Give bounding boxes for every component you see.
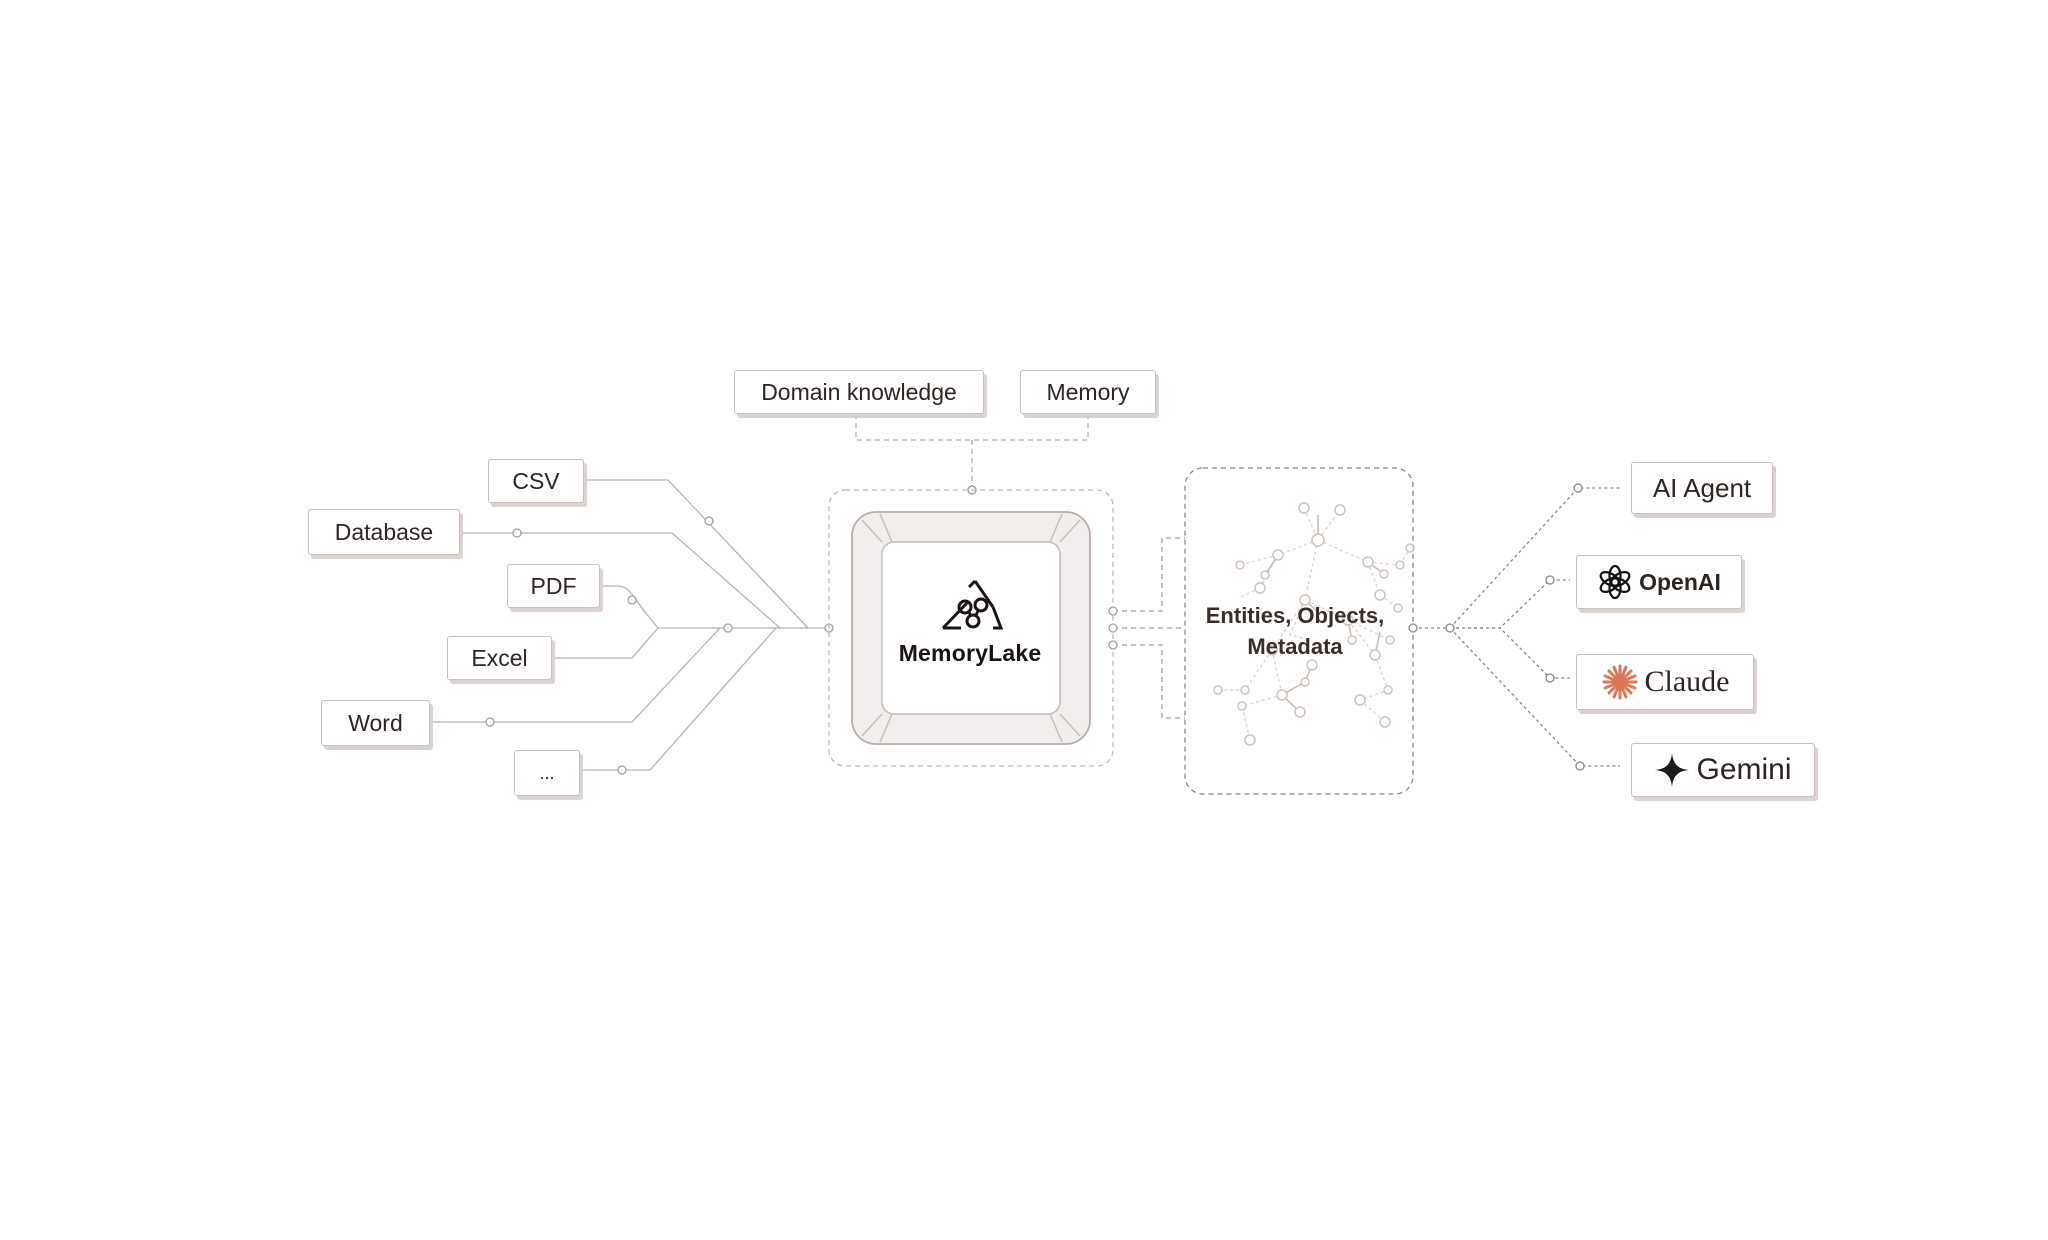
openai-label: OpenAI [1639, 568, 1721, 595]
ai-agent-label: AI Agent [1652, 472, 1752, 503]
consumer-connector-nodes [1408, 483, 1585, 771]
source-database-label: Database [334, 518, 434, 545]
ai-agent-box: AI Agent [1631, 462, 1773, 514]
source-excel-label: Excel [471, 644, 528, 671]
source-more-label: ... [539, 762, 555, 783]
domain-knowledge-box: Domain knowledge [734, 370, 984, 414]
source-connector-nodes [485, 516, 834, 775]
memory-box: Memory [1020, 370, 1156, 414]
domain-knowledge-label: Domain knowledge [761, 378, 957, 405]
top-connectors [855, 414, 1089, 488]
source-database-box: Database [308, 509, 460, 555]
source-pdf-label: PDF [530, 572, 577, 599]
knowledge-graph-frame [1184, 467, 1414, 795]
source-word-box: Word [321, 700, 430, 746]
claude-label: Claude [1644, 665, 1730, 698]
gemini-box: Gemini [1631, 743, 1815, 797]
knowledge-graph-network [1213, 502, 1415, 746]
source-more-box: ... [514, 750, 580, 796]
core-graph-connectors [1113, 537, 1185, 719]
memorylake-logo-icon [941, 579, 1004, 630]
source-pdf-box: PDF [507, 564, 600, 608]
source-csv-label: CSV [512, 467, 560, 494]
source-excel-box: Excel [447, 636, 552, 680]
gemini-star-icon [1654, 752, 1690, 788]
core-port-nodes [1108, 606, 1118, 650]
entities-objects-metadata-label: Entities, Objects, Metadata [1205, 603, 1385, 659]
gemini-label: Gemini [1696, 753, 1792, 786]
memorylake-name: MemoryLake [898, 640, 1042, 666]
claude-logo-icon [1601, 663, 1639, 701]
memory-label: Memory [1046, 378, 1130, 405]
openai-box: OpenAI [1576, 555, 1742, 609]
claude-box: Claude [1576, 654, 1754, 710]
source-csv-box: CSV [488, 459, 584, 503]
openai-logo-icon [1597, 564, 1633, 600]
source-word-label: Word [348, 709, 403, 736]
consumer-connectors [1413, 487, 1620, 767]
